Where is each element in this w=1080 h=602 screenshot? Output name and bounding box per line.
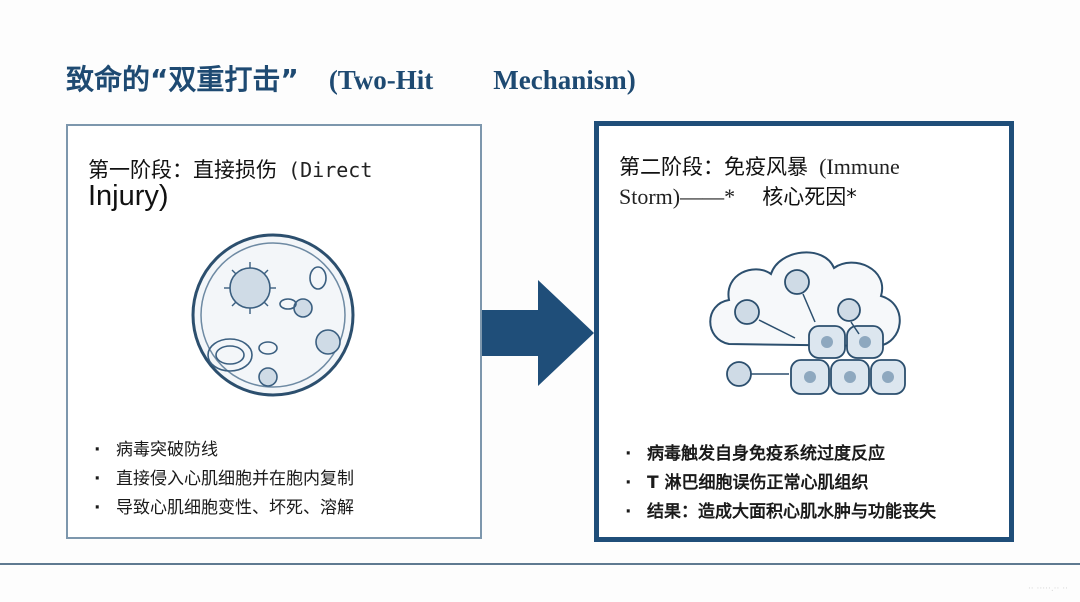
slide-title: 致命的“双重打击” (Two-Hit Mechanism) <box>66 58 636 98</box>
right-arrow-icon <box>482 280 594 386</box>
immune-storm-icon <box>709 251 906 395</box>
footer-divider <box>0 563 1080 565</box>
virus-infected-cell-icon <box>191 233 355 397</box>
list-item: T 淋巴细胞误伤正常心肌组织 <box>623 469 936 498</box>
title-english-part2: Mechanism) <box>493 65 636 95</box>
stage-two-heading-line2: Storm)——* 核心死因* <box>619 181 857 211</box>
stage-one-heading-line1: 第一阶段：直接损伤 (Direct <box>88 154 372 184</box>
stage-one-bullets: 病毒突破防线 直接侵入心肌细胞并在胞内复制 导致心肌细胞变性、坏死、溶解 <box>92 436 354 523</box>
stage-one-heading-en: (Direct <box>288 158 373 182</box>
stage-one-panel: 第一阶段：直接损伤 (Direct Injury) <box>66 124 482 539</box>
stage-one-heading-en-2: Injury) <box>88 180 169 212</box>
stage-two-heading-line1: 第二阶段：免疫风暴 (Immune <box>619 151 900 181</box>
list-item: 病毒触发自身免疫系统过度反应 <box>623 440 936 469</box>
stage-one-heading-zh: 第一阶段：直接损伤 <box>88 158 277 182</box>
stage-two-heading-en: (Immune <box>819 154 900 179</box>
list-item: 结果：造成大面积心肌水肿与功能丧失 <box>623 498 936 527</box>
title-chinese: 致命的“双重打击” <box>66 63 299 96</box>
watermark: ·· ·····.·· ·· <box>1027 584 1068 594</box>
stage-one-heading-line2: Injury) <box>88 180 169 213</box>
list-item: 病毒突破防线 <box>92 436 354 465</box>
list-item: 导致心肌细胞变性、坏死、溶解 <box>92 494 354 523</box>
stage-two-panel: 第二阶段：免疫风暴 (Immune Storm)——* 核心死因* <box>594 121 1014 542</box>
stage-two-heading-en-2: Storm)——* <box>619 184 736 209</box>
stage-two-heading-zh: 第二阶段：免疫风暴 <box>619 155 808 179</box>
stage-two-bullets: 病毒触发自身免疫系统过度反应 T 淋巴细胞误伤正常心肌组织 结果：造成大面积心肌… <box>623 440 936 527</box>
title-english-part1: (Two-Hit <box>328 65 434 95</box>
list-item: 直接侵入心肌细胞并在胞内复制 <box>92 465 354 494</box>
stage-two-core-cause: 核心死因* <box>762 185 857 209</box>
